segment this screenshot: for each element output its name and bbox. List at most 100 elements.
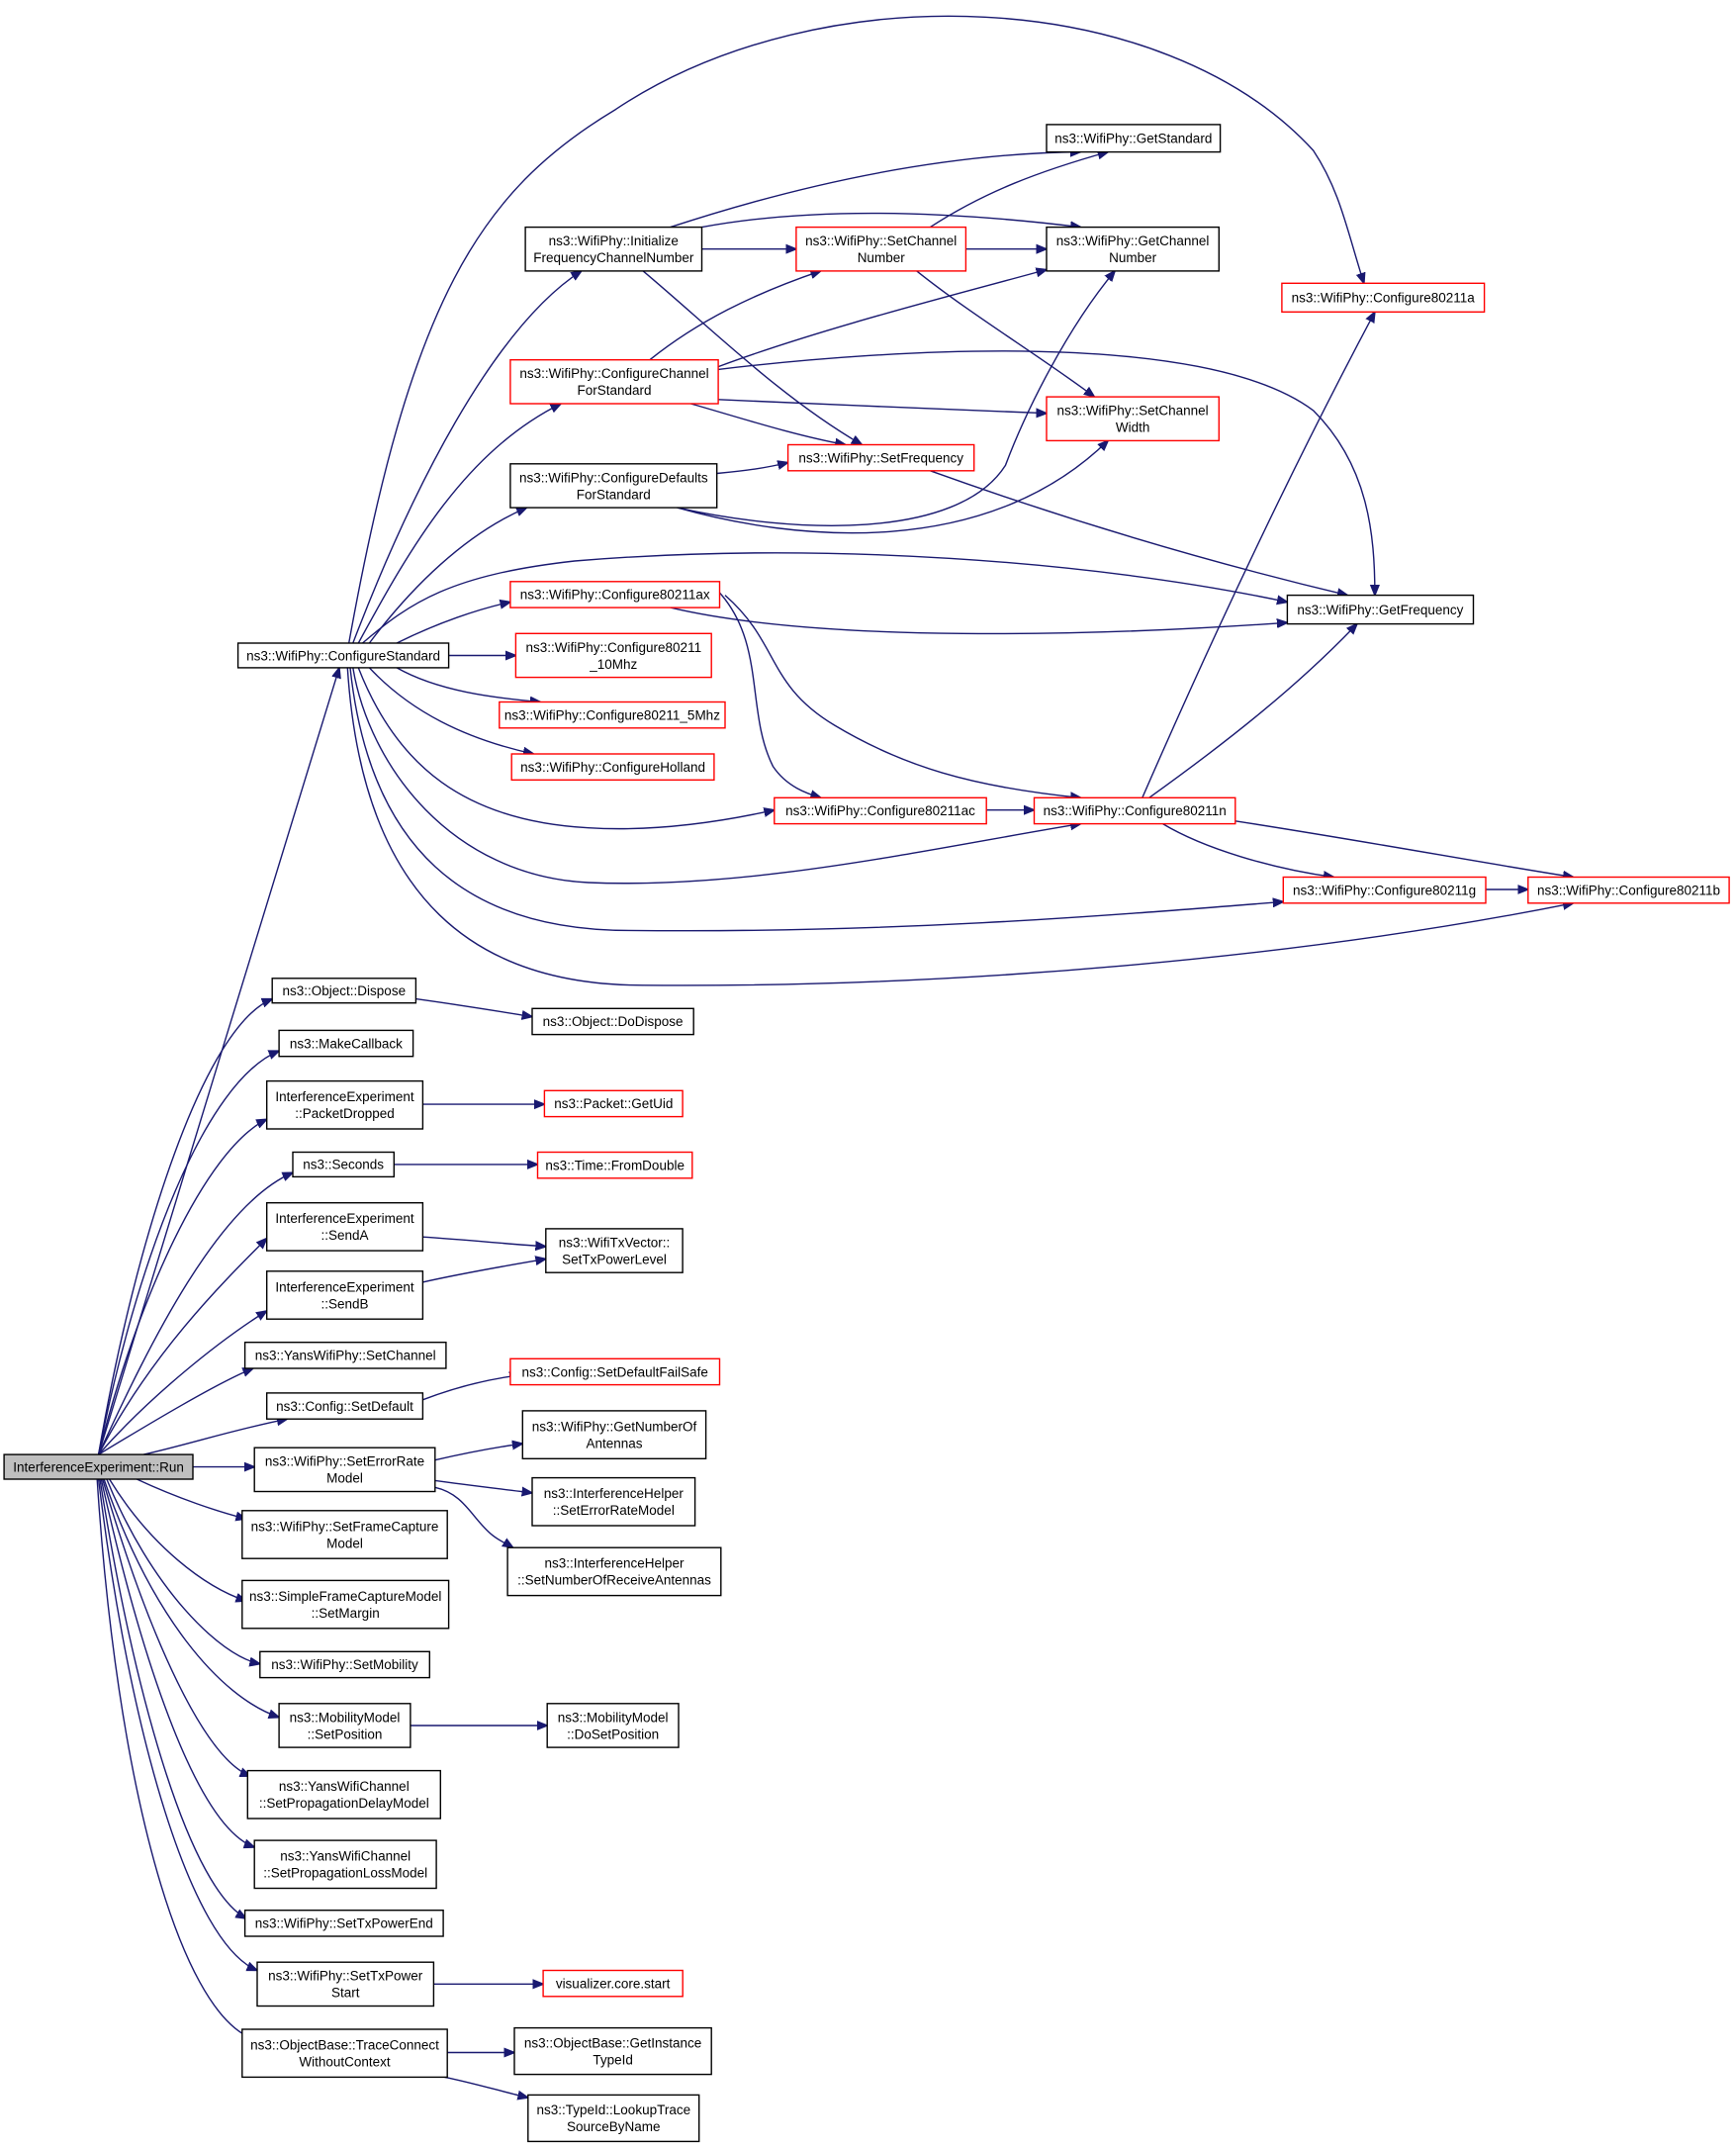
node-box: [509, 1357, 721, 1386]
node-label: ns3::WifiPhy::ConfigureHolland: [520, 760, 705, 775]
node-label: _10Mhz: [589, 657, 637, 672]
node-c80211g[interactable]: ns3::WifiPhy::Configure80211g: [1282, 876, 1487, 904]
edge-root-to-sendb: [98, 1311, 267, 1455]
node-box: [510, 753, 715, 781]
node-label: ns3::WifiPhy::ConfigureStandard: [246, 648, 440, 663]
node-mmdosetpos[interactable]: ns3::MobilityModel::DoSetPosition: [546, 1703, 680, 1748]
node-label: ForStandard: [577, 487, 651, 502]
node-label: ns3::SimpleFrameCaptureModel: [249, 1589, 441, 1604]
node-label: ns3::WifiPhy::SetFrameCapture: [251, 1519, 439, 1534]
node-seterm[interactable]: ns3::WifiPhy::SetErrorRateModel: [253, 1447, 436, 1493]
edge-root-to-pktdrop: [97, 1119, 267, 1455]
edge-cfgstd-to-c5mhz: [396, 667, 540, 702]
node-label: TypeId: [593, 2052, 633, 2067]
node-sendb[interactable]: InterferenceExperiment::SendB: [266, 1270, 424, 1320]
node-label: SourceByName: [567, 2119, 661, 2134]
node-senda[interactable]: InterferenceExperiment::SendA: [266, 1201, 424, 1252]
edge-root-to-ywcdelay: [102, 1478, 250, 1776]
node-setfreq[interactable]: ns3::WifiPhy::SetFrequency: [786, 443, 975, 472]
node-cfgdefstd[interactable]: ns3::WifiPhy::ConfigureDefaultsForStanda…: [509, 463, 718, 509]
node-yanssetch[interactable]: ns3::YansWifiPhy::SetChannel: [243, 1341, 447, 1369]
node-label: ns3::WifiPhy::SetErrorRate: [265, 1454, 424, 1469]
node-ywcdelay[interactable]: ns3::YansWifiChannel::SetPropagationDela…: [246, 1769, 442, 1820]
node-c80211a[interactable]: ns3::WifiPhy::Configure80211a: [1281, 282, 1486, 313]
edge-root-to-setfcm: [137, 1478, 246, 1519]
edge-tracecon-to-lookuptrace: [444, 2076, 528, 2098]
node-box: [3, 1453, 194, 1480]
node-makecb[interactable]: ns3::MakeCallback: [278, 1029, 414, 1058]
node-box: [243, 1909, 444, 1937]
edge-cfgstd-to-initfreq: [352, 271, 582, 644]
node-label: ns3::ObjectBase::TraceConnect: [250, 2038, 439, 2053]
node-c80211b[interactable]: ns3::WifiPhy::Configure80211b: [1527, 876, 1730, 904]
node-pktdrop[interactable]: InterferenceExperiment::PacketDropped: [266, 1079, 424, 1130]
node-getstd[interactable]: ns3::WifiPhy::GetStandard: [1046, 124, 1222, 153]
node-label: ns3::WifiPhy::SetFrequency: [798, 450, 963, 465]
node-cfgsetdef[interactable]: ns3::Config::SetDefault: [266, 1392, 424, 1420]
node-ihseterm[interactable]: ns3::InterferenceHelper::SetErrorRateMod…: [531, 1476, 696, 1527]
node-box: [524, 226, 703, 272]
node-box: [545, 1228, 684, 1273]
edge-c80211ax-to-getfreq: [670, 607, 1288, 635]
node-cfgchstd[interactable]: ns3::WifiPhy::ConfigureChannelForStandar…: [509, 359, 719, 405]
node-getuid[interactable]: ns3::Packet::GetUid: [543, 1089, 684, 1118]
node-root[interactable]: InterferenceExperiment::Run: [3, 1453, 194, 1480]
node-tracecon[interactable]: ns3::ObjectBase::TraceConnectWithoutCont…: [241, 2028, 448, 2079]
node-cfgstd[interactable]: ns3::WifiPhy::ConfigureStandard: [236, 642, 450, 669]
node-dodispose[interactable]: ns3::Object::DoDispose: [531, 1007, 694, 1036]
node-label: ns3::InterferenceHelper: [544, 1556, 685, 1571]
node-setmob[interactable]: ns3::WifiPhy::SetMobility: [259, 1650, 430, 1679]
edge-root-to-settxstart: [97, 1478, 257, 1971]
node-label: ns3::Object::DoDispose: [543, 1014, 684, 1029]
node-c80211ax[interactable]: ns3::WifiPhy::Configure80211ax: [509, 581, 721, 608]
edge-root-to-sfcmmargin: [109, 1478, 246, 1601]
node-label: ::SetPropagationDelayModel: [259, 1796, 429, 1811]
node-seconds[interactable]: ns3::Seconds: [292, 1151, 396, 1178]
node-box: [1046, 226, 1221, 272]
node-mmsetpos[interactable]: ns3::MobilityModel::SetPosition: [278, 1703, 411, 1748]
node-c10mhz[interactable]: ns3::WifiPhy::Configure80211_10Mhz: [514, 632, 712, 679]
node-label: ::SetPosition: [308, 1727, 383, 1741]
edge-root-to-yanssetch: [98, 1368, 253, 1455]
node-cholland[interactable]: ns3::WifiPhy::ConfigureHolland: [510, 753, 715, 781]
node-vizstart[interactable]: visualizer.core.start: [542, 1969, 684, 1998]
node-box: [513, 2026, 712, 2076]
edge-cfgstd-to-cfgchstd: [357, 404, 561, 644]
node-c5mhz[interactable]: ns3::WifiPhy::Configure80211_5Mhz: [499, 700, 726, 729]
node-settxend[interactable]: ns3::WifiPhy::SetTxPowerEnd: [243, 1909, 444, 1937]
edge-c80211n-to-c80211a: [1142, 312, 1375, 798]
node-label: ns3::WifiPhy::SetMobility: [271, 1657, 418, 1672]
node-cfgsetdeffs[interactable]: ns3::Config::SetDefaultFailSafe: [509, 1357, 721, 1386]
node-box: [241, 1579, 450, 1630]
node-initfreq[interactable]: ns3::WifiPhy::InitializeFrequencyChannel…: [524, 226, 703, 272]
edge-cfgstd-to-c80211ac: [357, 667, 775, 830]
edge-cfgstd-to-c80211g: [349, 667, 1283, 932]
node-getfreq[interactable]: ns3::WifiPhy::GetFrequency: [1286, 594, 1475, 625]
edge-cfgstd-to-c80211ax: [396, 603, 510, 644]
node-fromdouble[interactable]: ns3::Time::FromDouble: [536, 1151, 693, 1179]
node-sfcmmargin[interactable]: ns3::SimpleFrameCaptureModel::SetMargin: [241, 1579, 450, 1630]
node-settxpl[interactable]: ns3::WifiTxVector::SetTxPowerLevel: [545, 1228, 684, 1273]
node-box: [292, 1151, 396, 1178]
node-dispose[interactable]: ns3::Object::Dispose: [271, 978, 417, 1004]
node-label: ns3::WifiPhy::Configure80211ax: [520, 588, 710, 603]
node-c80211n[interactable]: ns3::WifiPhy::Configure80211n: [1033, 796, 1236, 825]
node-c80211ac[interactable]: ns3::WifiPhy::Configure80211ac: [774, 796, 987, 825]
node-label: ns3::WifiPhy::ConfigureDefaults: [519, 470, 708, 485]
node-label: ns3::WifiPhy::GetFrequency: [1297, 603, 1463, 617]
node-ihsetnra[interactable]: ns3::InterferenceHelper::SetNumberOfRece…: [506, 1546, 722, 1597]
node-ywcloss[interactable]: ns3::YansWifiChannel::SetPropagationLoss…: [253, 1839, 437, 1890]
node-label: SetTxPowerLevel: [562, 1252, 667, 1266]
node-label: ns3::Object::Dispose: [283, 983, 407, 998]
node-box: [546, 1703, 680, 1748]
node-box: [246, 1769, 442, 1820]
